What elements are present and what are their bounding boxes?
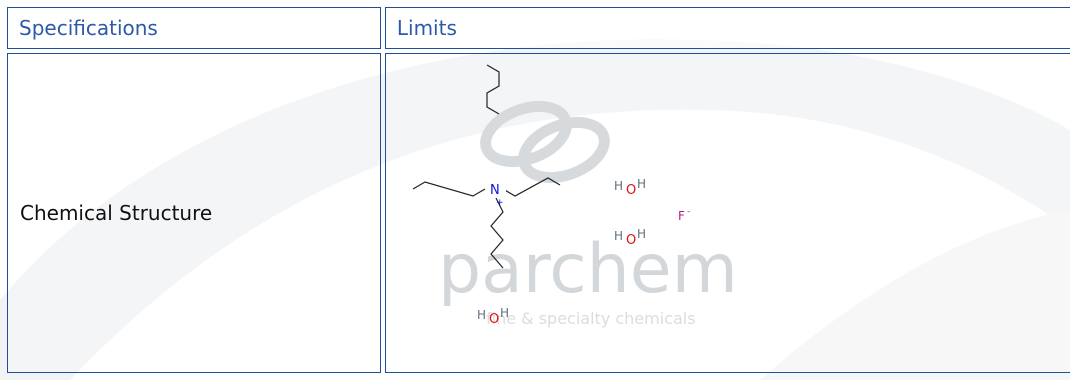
water-oxygen: O [626,233,636,248]
svg-text:H: H [477,308,486,322]
table-row: Chemical Structure parchem fine & specia… [7,53,1070,373]
nitrogen-atom: N [490,183,500,198]
molecule-atoms: N + H O H F - H O H H O H [477,177,690,327]
fluoride-charge: - [687,207,690,217]
specifications-table: Specifications Limits Chemical Structure… [3,3,1070,377]
header-limits: Limits [384,7,1070,49]
header-specifications: Specifications [7,7,381,49]
parchem-watermark: parchem fine & specialty chemicals [438,100,738,328]
svg-text:H: H [500,306,509,320]
chemical-structure-cell: parchem fine & specialty chemicals N + H… [384,53,1070,373]
water-oxygen: O [489,312,499,327]
svg-text:H: H [637,227,646,241]
svg-text:H: H [637,177,646,191]
fluoride-ion: F [678,209,685,223]
watermark-tagline: fine & specialty chemicals [486,309,696,328]
water-oxygen: O [626,183,636,198]
svg-text:H: H [614,229,623,243]
nitrogen-charge: + [496,198,504,208]
row-label-chemical-structure: Chemical Structure [7,53,381,373]
table-header-row: Specifications Limits [7,7,1070,49]
butyl-chains [412,64,561,269]
chemical-structure-diagram: parchem fine & specialty chemicals N + H… [412,64,738,328]
watermark-brand: parchem [438,230,738,309]
svg-text:H: H [614,179,623,193]
